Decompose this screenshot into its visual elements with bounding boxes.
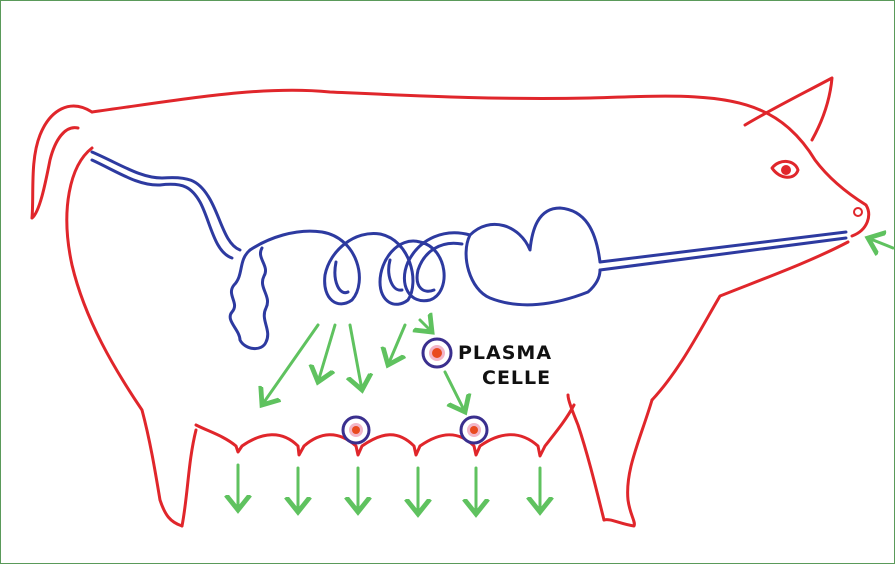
- arrow-cell-to-udder: [445, 372, 465, 412]
- pig-belly-outline: [196, 405, 574, 456]
- arrow-gut-3: [350, 325, 362, 390]
- esophagus: [600, 232, 846, 262]
- pig-front-leg: [604, 400, 652, 526]
- stomach: [466, 208, 600, 305]
- plasma-label-line1: PLASMA: [458, 344, 552, 363]
- pig-tail: [32, 106, 92, 218]
- pig-nostril: [854, 208, 862, 216]
- pig-rear-leg-inner: [182, 430, 196, 526]
- small-intestine-coils: [250, 231, 470, 304]
- arrow-gut-4: [388, 325, 405, 365]
- plasma-cell-label-icon: [423, 339, 451, 367]
- large-intestine: [230, 248, 268, 349]
- plasma-cell-udder-left: [343, 417, 369, 443]
- pig-eye-pupil: [781, 165, 791, 175]
- pig-jaw-outline: [652, 242, 848, 400]
- esophagus-inner: [600, 238, 846, 270]
- colon-inner: [92, 152, 240, 250]
- arrow-food-intake: [868, 238, 893, 248]
- pig-rear-outline: [67, 148, 182, 526]
- plasma-label-line2: CELLE: [482, 369, 551, 388]
- pig-back-outline: [92, 90, 760, 112]
- plasma-cell-udder-right: [461, 417, 487, 443]
- arrow-gut-1: [262, 325, 318, 405]
- pig-front-leg-inner: [568, 395, 604, 520]
- colon: [92, 160, 232, 258]
- arrow-gut-2: [318, 325, 335, 382]
- arrow-gut-5: [420, 320, 432, 332]
